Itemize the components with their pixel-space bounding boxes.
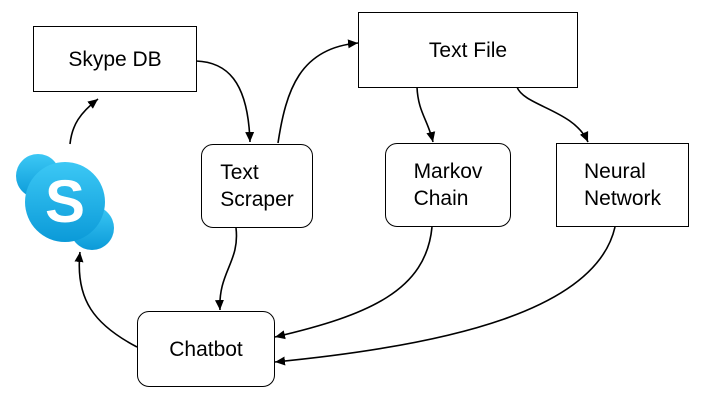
- edge-skype-logo-to-skype-db: [69, 98, 99, 145]
- node-neural-network: Neural Network: [556, 143, 689, 227]
- node-text-scraper-line2: Scraper: [220, 188, 294, 211]
- node-neural-network-line1: Neural: [583, 160, 646, 183]
- node-markov-chain-line2: Chain: [413, 187, 469, 210]
- node-skype-db-label: Skype DB: [68, 47, 162, 71]
- node-neural-network-label: Neural Network: [584, 158, 661, 212]
- node-markov-chain: Markov Chain: [385, 143, 511, 227]
- node-skype-db: Skype DB: [33, 26, 197, 92]
- edge-neural-network-to-chatbot: [274, 226, 616, 366]
- node-chatbot: Chatbot: [137, 311, 275, 387]
- skype-logo-icon: S: [16, 154, 114, 250]
- node-text-scraper-line1: Text: [220, 161, 259, 184]
- edge-chatbot-to-skype-logo: [74, 251, 138, 348]
- edge-skype-db-to-text-scraper: [195, 60, 255, 143]
- edge-text-file-to-neural-network: [516, 86, 589, 143]
- edge-markov-chain-to-chatbot: [274, 226, 433, 340]
- edge-text-scraper-to-chatbot: [214, 227, 238, 311]
- edge-text-scraper-to-text-file: [277, 39, 359, 144]
- node-text-file: Text File: [358, 12, 578, 88]
- edge-text-file-to-markov-chain: [416, 86, 436, 143]
- node-neural-network-line2: Network: [583, 187, 662, 210]
- node-chatbot-label: Chatbot: [169, 337, 243, 361]
- node-markov-chain-label: Markov Chain: [414, 158, 483, 212]
- node-text-scraper: Text Scraper: [201, 144, 313, 228]
- node-text-file-label: Text File: [428, 38, 508, 62]
- node-text-scraper-label: Text Scraper: [220, 159, 294, 213]
- skype-logo-letter: S: [45, 168, 85, 235]
- node-markov-chain-line1: Markov: [413, 160, 483, 183]
